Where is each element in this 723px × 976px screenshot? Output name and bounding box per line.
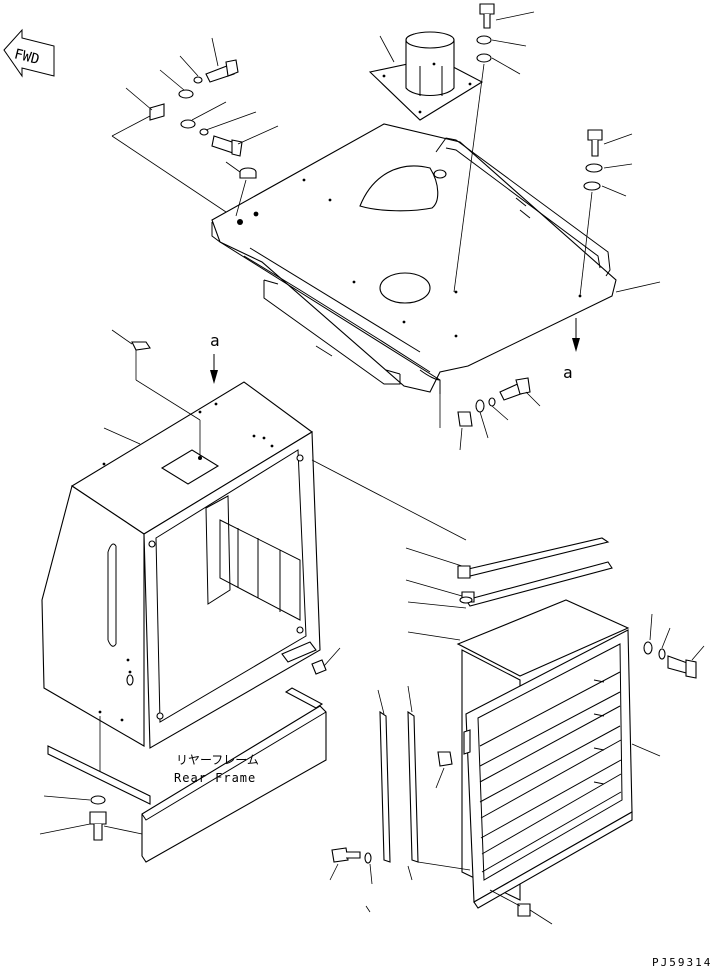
cab-frame: a [41, 329, 467, 749]
bolt-stack-top-center [453, 3, 535, 293]
seal-strips [329, 685, 471, 913]
lower-cover-plate [39, 687, 327, 863]
view-label-bottom: a [210, 331, 220, 350]
floor-plate [211, 123, 617, 394]
bolt-stack-top-right: a [563, 129, 661, 382]
duct-with-flange [368, 31, 484, 121]
rear-frame-en-label: Rear Frame [174, 771, 256, 785]
rear-frame-jp-label: リヤーフレーム [176, 753, 259, 767]
bolt-stack-plate-front [439, 377, 541, 451]
view-label-top: a [563, 363, 573, 382]
louver-grille [405, 537, 705, 925]
bolt-stack-top-left [111, 37, 279, 217]
fwd-label: FWD [13, 46, 41, 68]
figure-code: PJ59314 [652, 956, 712, 969]
fwd-arrow: FWD [3, 28, 55, 78]
